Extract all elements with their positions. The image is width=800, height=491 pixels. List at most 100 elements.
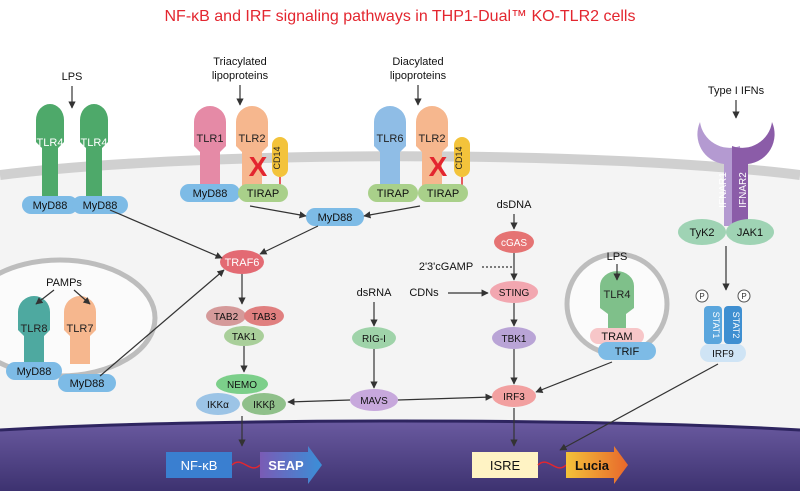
cdns-label: CDNs: [409, 287, 439, 299]
phospho-1: [695, 289, 709, 303]
tlr6-receptor: [374, 106, 406, 188]
nfkb-reporter: NF-κB SEAP: [166, 446, 322, 484]
ifnar2-receptor: [732, 122, 775, 226]
nfkb-box: [166, 452, 232, 478]
tlr4-receptor-b: [80, 104, 108, 196]
ikkb-node: [242, 393, 286, 415]
tlr4-label-a: TLR4: [37, 137, 64, 149]
nemo-node: [216, 374, 268, 394]
sting-label: STING: [499, 288, 530, 299]
isre-label: ISRE: [490, 458, 521, 473]
jak1-node: [726, 219, 774, 245]
dsdna-label: dsDNA: [497, 199, 533, 211]
nemo-label: NEMO: [227, 380, 257, 391]
cgas-label: cGAS: [501, 238, 527, 249]
isre-reporter: ISRE Lucia: [472, 446, 628, 484]
nucleus: [0, 419, 800, 491]
myd88-endo-label-1: MyD88: [17, 366, 52, 378]
tirap-node-1: [238, 184, 288, 202]
cgas-node: [494, 231, 534, 253]
traf6-node: [220, 250, 264, 274]
diagram-title: NF-κB and IRF signaling pathways in THP1…: [164, 8, 636, 25]
myd88-endo-label-2: MyD88: [70, 378, 105, 390]
tlr8-receptor: [18, 296, 50, 364]
tab3-label: TAB3: [252, 312, 277, 323]
tak1-label: TAK1: [232, 332, 257, 343]
lps-label-2: LPS: [607, 251, 628, 263]
ifnar1-label: IFNAR1: [718, 172, 729, 208]
seap-arrow: [260, 446, 322, 484]
tlr6-tlr2-complex: TLR6 TLR2 CD14 X: [374, 106, 470, 188]
lps-label-1: LPS: [62, 71, 83, 83]
myd88-label-1: MyD88: [33, 200, 68, 212]
knockout-mark-b: X: [429, 151, 448, 182]
tirap-label-3: TIRAP: [427, 188, 459, 200]
myd88-center-node: [306, 208, 364, 226]
sting-node: [490, 281, 538, 303]
tirap-label-1: TIRAP: [247, 188, 279, 200]
nfkb-label: NF-κB: [181, 458, 218, 473]
tyk2-node: [678, 219, 726, 245]
tlr8-tlr7-complex: TLR8 TLR7: [18, 296, 96, 364]
tab3-node: [244, 306, 284, 326]
type1-ifns-label: Type I IFNs: [708, 85, 765, 97]
tlr2-label-b: TLR2: [419, 133, 446, 145]
isre-box: [472, 452, 538, 478]
myd88-endo-node-2: [58, 374, 116, 392]
diacyl-label-2: lipoproteins: [390, 70, 447, 82]
cd14-label-b: CD14: [454, 146, 464, 169]
lucia-arrow: [566, 446, 628, 484]
stat2-label: STAT2: [731, 312, 741, 339]
tlr2-receptor-a: [236, 106, 268, 188]
mavs-node: [350, 389, 398, 411]
triacyl-label-2: lipoproteins: [212, 70, 269, 82]
tlr7-receptor: [64, 296, 96, 364]
tlr4-label-b: TLR4: [81, 137, 108, 149]
tlr8-label: TLR8: [21, 323, 48, 335]
myd88-node-3: [180, 184, 240, 202]
tirap-node-2: [368, 184, 418, 202]
tlr7-label: TLR7: [67, 323, 94, 335]
tlr4-endosome: TLR4: [600, 271, 634, 332]
ifnar2-label: IFNAR2: [738, 172, 749, 208]
stat2-node: [724, 306, 742, 344]
tlr4-endosome-label: TLR4: [604, 289, 631, 301]
ifnar1-receptor: [697, 122, 740, 226]
stat1-node: [704, 306, 722, 344]
phospho-2: [737, 289, 751, 303]
dsrna-label: dsRNA: [357, 287, 393, 299]
myd88-center-label: MyD88: [318, 212, 353, 224]
tyk2-label: TyK2: [689, 227, 714, 239]
myd88-endo-node-1: [6, 362, 62, 380]
tram-label: TRAM: [601, 331, 632, 343]
tab2-node: [206, 306, 246, 326]
tbk1-node: [492, 327, 536, 349]
tirap-node-3: [418, 184, 468, 202]
jak1-label: JAK1: [737, 227, 763, 239]
irf9-node: [700, 344, 746, 362]
tirap-label-2: TIRAP: [377, 188, 409, 200]
tlr4-dimer: TLR4 TLR4: [36, 104, 108, 196]
ikkb-label: IKKβ: [253, 400, 275, 411]
tlr1-tlr2-complex: TLR1 TLR2 CD14 X: [194, 106, 288, 188]
signaling-nodes: TRAF6 TAB2 TAB3 TAK1 NEMO IKKα IKKβ cGAS…: [196, 219, 774, 415]
tab2-label: TAB2: [214, 312, 239, 323]
ikka-node: [196, 393, 240, 415]
stat1-label: STAT1: [711, 312, 721, 339]
ikka-label: IKKα: [207, 400, 229, 411]
rigi-node: [352, 327, 396, 349]
cgamp-label: 2'3'cGAMP: [419, 261, 473, 273]
ligand-labels: LPS Triacylated lipoproteins Diacylated …: [46, 56, 765, 299]
ifnar-complex: IFNAR1 IFNAR2: [697, 122, 775, 226]
cd14-a: [272, 137, 288, 177]
tlr2-receptor-b: [416, 106, 448, 188]
tak1-node: [224, 326, 264, 346]
seap-label: SEAP: [268, 458, 304, 473]
trif-node: [598, 342, 656, 360]
triacyl-label-1: Triacylated: [213, 56, 266, 68]
tlr1-label: TLR1: [197, 133, 224, 145]
irf3-node: [492, 385, 536, 407]
trif-label: TRIF: [615, 346, 640, 358]
mavs-label: MAVS: [360, 396, 388, 407]
tlr4-receptor-a: [36, 104, 64, 196]
